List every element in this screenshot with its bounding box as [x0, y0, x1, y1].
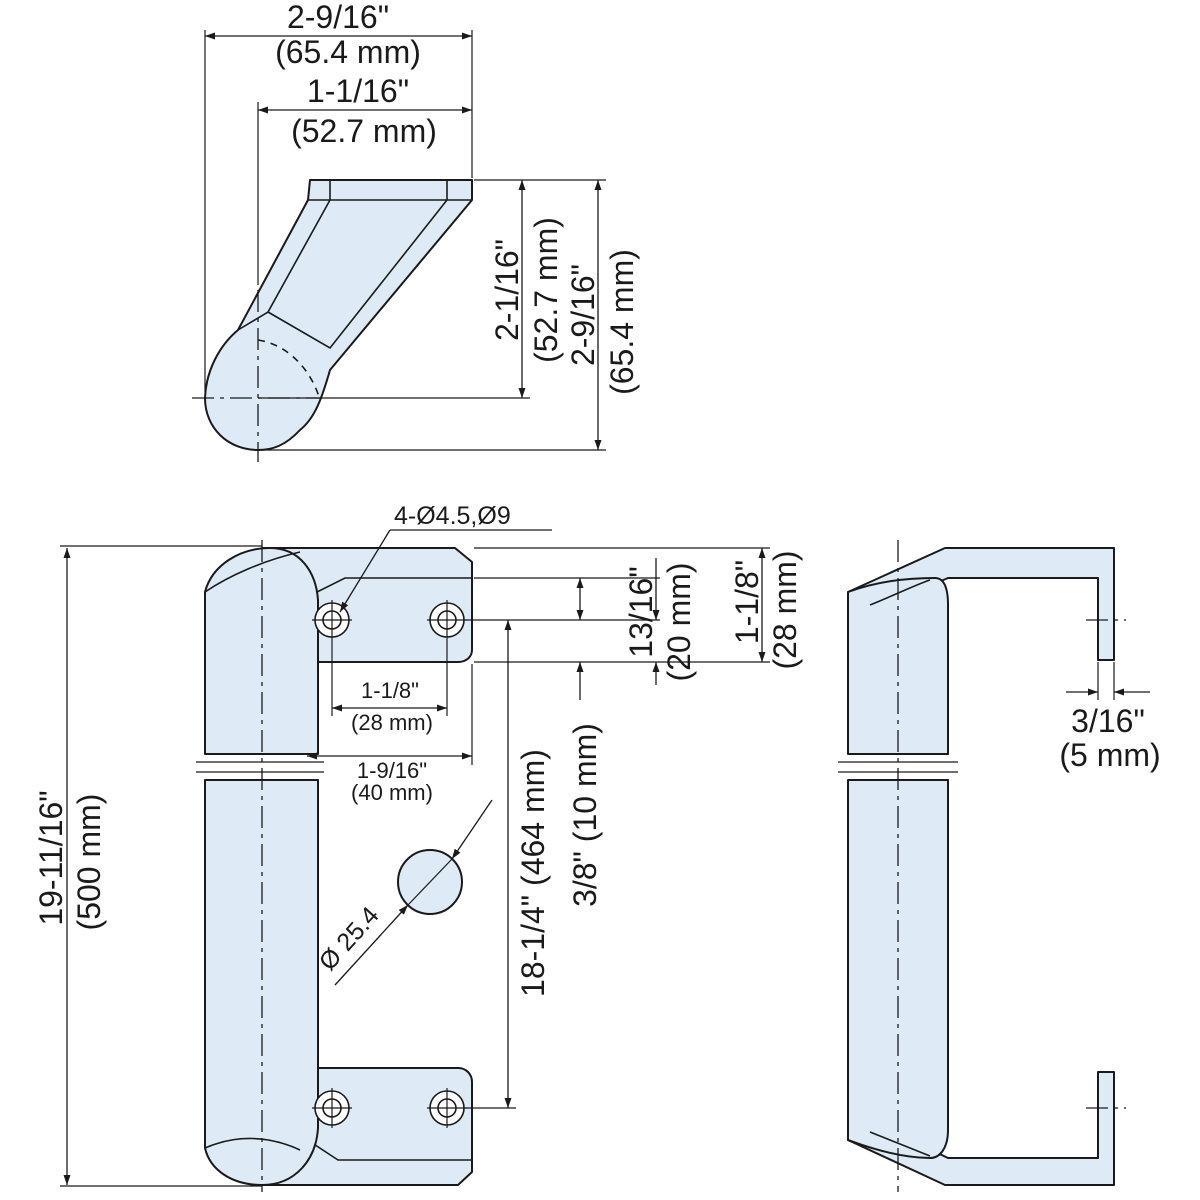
front-view-diameter-leader-lower — [334, 904, 409, 986]
front-view-hole-offset-in: 13/16" — [623, 566, 659, 657]
top-view-inner-mm: (52.7 mm) — [291, 113, 437, 149]
top-view-handle-body — [204, 179, 473, 451]
front-view-hole-leader — [339, 529, 391, 613]
front-view-diameter: Ø 25.4 — [314, 901, 385, 976]
front-view-hole-lower-right — [427, 1088, 467, 1128]
front-view-hole-pitch-in: 1-1/8" — [361, 678, 419, 703]
front-view-grip-upper — [204, 547, 319, 755]
top-view-bevel-edges — [237, 199, 472, 350]
front-view-grip-lower-ellipse — [204, 1137, 301, 1151]
side-view-plate-mm: (5 mm) — [1059, 737, 1160, 773]
top-view-outer-height-in: 2-9/16" — [565, 264, 601, 366]
front-view-diameter-line — [407, 858, 453, 906]
front-view-center-distance: 18-1/4" (464 mm) — [515, 749, 551, 997]
top-view-hidden-arc — [257, 339, 321, 401]
front-view-overall-in: 19-11/16" — [33, 790, 69, 925]
front-view: 4-Ø4.5,Ø9 1-1/8" (28 mm) 1-9/16" (40 mm)… — [33, 502, 803, 1192]
front-view-overall-mm: (500 mm) — [71, 794, 107, 931]
front-view-hole-upper-right — [427, 600, 467, 640]
side-view: 3/16" (5 mm) — [838, 540, 1161, 1192]
top-view-inner-height-in: 2-1/16" — [489, 239, 525, 341]
side-view-upper-edge — [869, 579, 931, 606]
front-view-base-width-mm: (40 mm) — [351, 780, 433, 805]
top-view-inner-in: 1-1/16" — [307, 73, 409, 109]
front-view-base-height-in: 1-1/8" — [729, 560, 765, 644]
top-view-width-in: 2-9/16" — [287, 0, 389, 35]
front-view-grip-lower — [204, 779, 319, 1186]
front-view-thickness: 3/8" (10 mm) — [567, 723, 603, 907]
side-view-lower-edge — [869, 1131, 931, 1157]
front-view-grip-upper-ellipse — [204, 551, 301, 593]
top-view: 2-9/16" (65.4 mm) 1-1/16" (52.7 mm) 2-1/… — [192, 0, 640, 462]
front-view-hole-lower-left — [312, 1088, 352, 1128]
top-view-width-mm: (65.4 mm) — [275, 34, 421, 70]
top-view-inner-height-mm: (52.7 mm) — [528, 217, 564, 363]
front-view-hole-upper-left — [312, 600, 352, 640]
top-view-outer-height-mm: (65.4 mm) — [604, 249, 640, 395]
front-view-base-width-in: 1-9/16" — [357, 758, 427, 783]
front-view-hole-offset-mm: (20 mm) — [661, 562, 697, 681]
side-view-plate-in: 3/16" — [1071, 703, 1145, 739]
front-view-hole-pitch-mm: (28 mm) — [351, 710, 433, 735]
front-view-hole-callout: 4-Ø4.5,Ø9 — [394, 502, 511, 530]
front-view-base-height-mm: (28 mm) — [767, 550, 803, 669]
front-view-diameter-leader-upper — [451, 799, 493, 860]
